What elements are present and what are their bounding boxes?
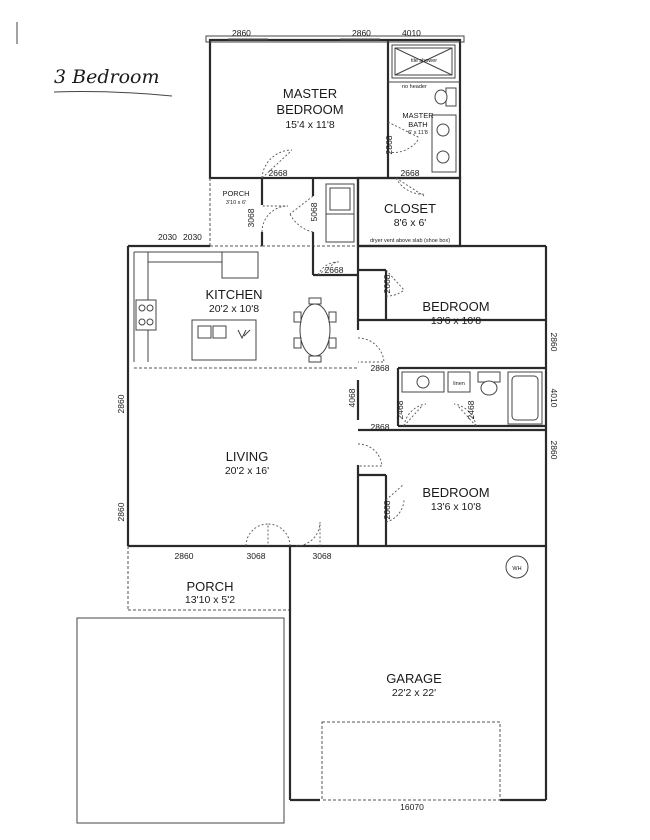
garage-name: GARAGE bbox=[386, 671, 442, 686]
bedroom-lower-name: BEDROOM bbox=[422, 485, 489, 500]
dim-kitchen-window-1: 2030 bbox=[158, 232, 177, 242]
dim-bedroom-upper-door: 2668 bbox=[382, 274, 392, 293]
porch-front-size: 13'10 x 5'2 bbox=[185, 594, 235, 606]
no-header-note: no header bbox=[402, 84, 427, 90]
dryer-vent-note: dryer vent above slab (shoe box) bbox=[370, 238, 450, 244]
porch-front-name: PORCH bbox=[187, 579, 234, 594]
closet-door-swing bbox=[395, 177, 427, 197]
dim-hall-opening: 4068 bbox=[347, 388, 357, 407]
bedroom-upper-size: 13'6 x 10'8 bbox=[431, 315, 481, 327]
pantry-door-swing bbox=[289, 195, 314, 233]
bedroom-upper-door-swing bbox=[357, 337, 385, 363]
dim-bedroom-lower-door: 2668 bbox=[382, 500, 392, 519]
water-heater bbox=[505, 555, 529, 579]
dim-bedroom-upper-window: 2860 bbox=[549, 333, 559, 352]
master-bath-size: 6' x 11'8 bbox=[408, 130, 428, 136]
master-bedroom-size: 15'4 x 11'8 bbox=[285, 119, 335, 131]
dim-bedroom-lower-top-door: 2868 bbox=[371, 422, 390, 432]
master-windows bbox=[228, 38, 380, 43]
plan-title: 3 Bedroom bbox=[54, 66, 159, 88]
bedroom-upper-name: BEDROOM bbox=[422, 299, 489, 314]
title-underline bbox=[53, 91, 173, 97]
living-name: LIVING bbox=[226, 449, 269, 464]
dim-living-window-upper: 2860 bbox=[116, 394, 126, 413]
dim-front-door: 3068 bbox=[247, 551, 266, 561]
master-bath-name-line1: MASTER bbox=[402, 111, 434, 120]
kitchen-pantry-door-swing bbox=[317, 261, 341, 276]
dim-bedroom-lower-window: 2860 bbox=[549, 441, 559, 460]
master-bedroom-name-line1: MASTER bbox=[283, 86, 337, 101]
main-walls bbox=[126, 244, 548, 548]
living-size: 20'2 x 16' bbox=[225, 465, 269, 477]
porch-small-size: 3'10 x 6' bbox=[226, 200, 246, 206]
master-toilet bbox=[434, 87, 457, 107]
bedroom-lower-door-swing bbox=[357, 443, 383, 467]
water-heater-label: WH bbox=[512, 566, 521, 572]
kitchen-counters bbox=[133, 251, 259, 362]
garage-size: 22'2 x 22' bbox=[392, 687, 436, 699]
porch-small-name: PORCH bbox=[222, 189, 249, 198]
porch-small-door-swing bbox=[261, 205, 289, 233]
dim-master-window-right: 2860 bbox=[352, 28, 371, 38]
linen-label: linen bbox=[453, 381, 465, 387]
kitchen-name: KITCHEN bbox=[205, 287, 262, 302]
dim-hall-door: 2868 bbox=[371, 363, 390, 373]
dim-pantry-door: 5068 bbox=[309, 202, 319, 221]
garage-walls bbox=[288, 546, 548, 802]
dim-closet-door: 2668 bbox=[401, 168, 420, 178]
dim-living-window-lower: 2860 bbox=[116, 502, 126, 521]
master-vanity bbox=[431, 114, 457, 173]
master-bath-name-line2: BATH bbox=[408, 120, 427, 129]
dim-porch-window: 2860 bbox=[175, 551, 194, 561]
master-bedroom-name-line2: BEDROOM bbox=[276, 102, 343, 117]
dim-garage-overhead-door: 16070 bbox=[400, 802, 424, 812]
dim-garage-entry-door: 3068 bbox=[313, 551, 332, 561]
hall-bath-fixtures bbox=[401, 371, 543, 425]
dim-bath-window: 4010 bbox=[402, 28, 421, 38]
driveway-slab bbox=[76, 617, 285, 824]
dim-bath-door-right: 2468 bbox=[466, 400, 476, 419]
garage-entry-door-swing bbox=[295, 521, 321, 547]
kitchen-size: 20'2 x 10'8 bbox=[209, 303, 259, 315]
front-porch-outline bbox=[127, 546, 290, 611]
closet-size: 8'6 x 6' bbox=[394, 217, 427, 229]
closet-name: CLOSET bbox=[384, 201, 436, 216]
dim-bath-door-left: 2468 bbox=[395, 400, 405, 419]
front-door-swing bbox=[245, 523, 291, 547]
kitchen-island bbox=[191, 319, 257, 361]
dim-master-window-left: 2860 bbox=[232, 28, 251, 38]
bedroom-lower-size: 13'6 x 10'8 bbox=[431, 501, 481, 513]
dim-master-bath-door: 2868 bbox=[384, 135, 394, 154]
master-suite-walls bbox=[205, 35, 465, 180]
dim-kitchen-pantry-door: 2668 bbox=[325, 265, 344, 275]
bath-door-right-swing bbox=[453, 403, 477, 427]
dining-table bbox=[293, 297, 337, 363]
dim-porch-small-door: 3068 bbox=[246, 208, 256, 227]
dim-kitchen-window-2: 2030 bbox=[183, 232, 202, 242]
master-door-swing bbox=[261, 149, 293, 179]
dim-master-door: 2668 bbox=[269, 168, 288, 178]
bath-door-left-swing bbox=[403, 403, 427, 427]
dim-bath-window: 4010 bbox=[549, 389, 559, 408]
master-bath-door-swing bbox=[387, 121, 421, 153]
tile-shower bbox=[391, 44, 456, 79]
bedroom-lower-closet-door-swing bbox=[385, 483, 405, 523]
bedroom-upper-closet-door-swing bbox=[385, 269, 405, 297]
tile-shower-label: tile shower bbox=[411, 58, 437, 64]
